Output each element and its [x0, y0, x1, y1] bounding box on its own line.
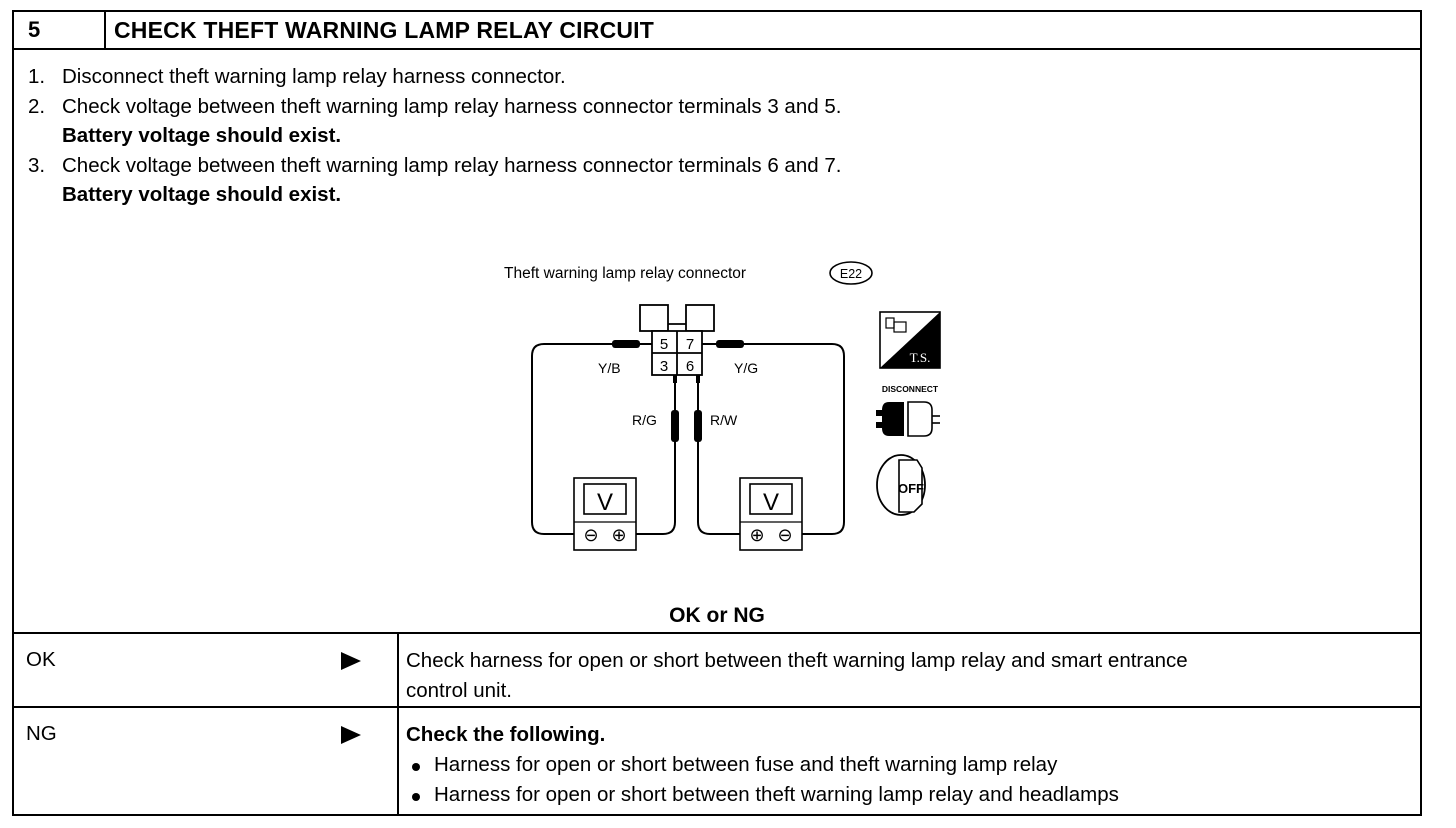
ts-icon: T.S.	[879, 311, 941, 369]
wire-label-yg: Y/G	[734, 360, 758, 376]
step-3: 3. Check voltage between theft warning la…	[28, 151, 841, 181]
terminal-6: 6	[686, 358, 694, 375]
voltmeter-right-symbol: V	[763, 489, 779, 516]
off-label: OFF	[898, 481, 924, 496]
wire-label-rg: R/G	[632, 412, 657, 428]
ng-label: NG	[26, 722, 57, 745]
ok-result: Check harness for open or short between …	[406, 646, 1188, 706]
result-table: OK Check harness for open or short betwe…	[14, 632, 1420, 816]
ok-label: OK	[26, 648, 56, 671]
ng-item-text: Harness for open or short between fuse a…	[434, 753, 1058, 776]
ok-text-line-2: control unit.	[406, 679, 512, 702]
ignition-off-icon: OFF	[876, 454, 926, 516]
ng-item: Harness for open or short between fuse a…	[406, 750, 1119, 780]
terminal-3: 3	[660, 358, 668, 375]
step-title: CHECK THEFT WARNING LAMP RELAY CIRCUIT	[114, 17, 655, 43]
bullet-icon	[412, 763, 420, 771]
procedure-frame: 5 CHECK THEFT WARNING LAMP RELAY CIRCUIT…	[12, 10, 1422, 816]
voltmeter-left: V ⊖ ⊕	[573, 477, 637, 551]
step-2-note: Battery voltage should exist.	[62, 124, 342, 147]
ng-item: Harness for open or short between theft …	[406, 780, 1119, 810]
arrow-right-icon	[341, 726, 361, 744]
relay-connector	[639, 304, 715, 376]
result-divider	[397, 634, 399, 816]
connector-code-badge	[829, 261, 873, 285]
step-1-text: Disconnect theft warning lamp relay harn…	[62, 65, 566, 88]
step-1: 1. Disconnect theft warning lamp relay ha…	[28, 62, 841, 92]
step-3-text: Check voltage between theft warning lamp…	[62, 153, 842, 177]
step-3-note: Battery voltage should exist.	[62, 183, 342, 206]
ok-text-line-1: Check harness for open or short between …	[406, 649, 1188, 672]
diagram-caption: Theft warning lamp relay connector	[504, 265, 746, 282]
terminal-5: 5	[660, 336, 668, 353]
wire-label-yb: Y/B	[598, 360, 621, 376]
ts-label: T.S.	[910, 350, 931, 365]
voltmeter-left-symbol: V	[597, 489, 613, 516]
voltmeter-right-minus: ⊖	[777, 525, 792, 545]
judgement-label: OK or NG	[669, 604, 765, 627]
voltmeter-right: V ⊕ ⊖	[739, 477, 803, 551]
wire-label-rw: R/W	[710, 412, 738, 428]
voltmeter-right-plus: ⊕	[749, 525, 764, 545]
step-2: 2. Check voltage between theft warning la…	[28, 92, 841, 122]
step-2-text: Check voltage between theft warning lamp…	[62, 94, 842, 118]
test-leads	[531, 343, 845, 535]
step-2-number: 2.	[28, 94, 46, 118]
terminal-7: 7	[686, 336, 694, 353]
disconnect-label: DISCONNECT	[882, 384, 939, 394]
procedure-steps: 1. Disconnect theft warning lamp relay ha…	[28, 62, 841, 210]
connector-code: E22	[840, 267, 862, 281]
voltmeter-left-plus: ⊕	[611, 525, 626, 545]
connector-diagram: Theft warning lamp relay connector E22 5…	[504, 261, 941, 551]
result-row-ok: OK Check harness for open or short betwe…	[14, 634, 1420, 708]
title-row: 5 CHECK THEFT WARNING LAMP RELAY CIRCUIT	[14, 12, 1420, 50]
arrow-right-icon	[341, 652, 361, 670]
ng-heading: Check the following.	[406, 723, 606, 746]
step-number: 5	[14, 12, 106, 48]
probe-tips	[612, 340, 744, 442]
ng-result: Check the following. Harness for open or…	[406, 720, 1119, 810]
disconnect-icon	[876, 401, 940, 437]
step-1-number: 1.	[28, 65, 46, 88]
ng-item-text: Harness for open or short between theft …	[434, 783, 1119, 806]
voltmeter-left-minus: ⊖	[583, 525, 598, 545]
result-row-ng: NG Check the following. Harness for open…	[14, 708, 1420, 816]
bullet-icon	[412, 793, 420, 801]
step-3-number: 3.	[28, 153, 46, 177]
